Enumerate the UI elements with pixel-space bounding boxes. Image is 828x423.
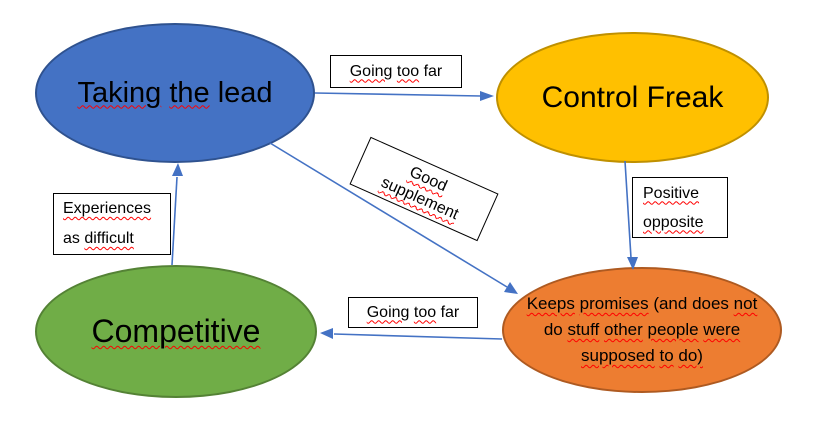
node-taking-the-lead-label: Taking the lead <box>77 76 273 109</box>
arrow-keepspromises-to-competitive[interactable] <box>320 328 503 340</box>
arrow-lead-to-controlfreak[interactable] <box>314 91 494 101</box>
node-control-freak[interactable]: Control Freak <box>496 32 769 163</box>
arrow-competitive-to-lead[interactable] <box>171 163 183 266</box>
node-control-freak-label: Control Freak <box>541 80 724 114</box>
label-going-too-far-bottom-text: Going too far <box>366 303 460 321</box>
node-taking-the-lead[interactable]: Taking the lead <box>35 23 315 163</box>
label-going-too-far-bottom[interactable]: Going too far <box>348 297 478 328</box>
label-going-too-far-top[interactable]: Going too far <box>330 55 462 88</box>
node-competitive[interactable]: Competitive <box>35 265 317 398</box>
node-competitive-label: Competitive <box>91 313 261 349</box>
label-going-too-far-top-text: Going too far <box>349 62 443 80</box>
